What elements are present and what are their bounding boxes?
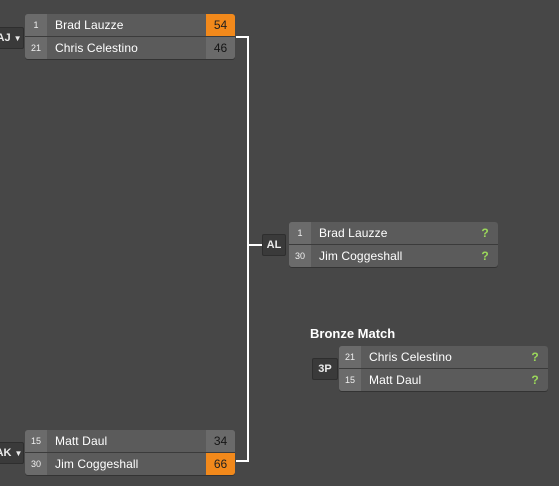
match-ak-player-1[interactable]: 15 Matt Daul 34 bbox=[25, 430, 235, 452]
player-name[interactable]: Matt Daul bbox=[55, 434, 108, 448]
player-name[interactable]: Brad Lauzze bbox=[319, 226, 388, 240]
match-tag-3p[interactable]: 3P bbox=[312, 358, 338, 380]
match-bronze-player-2[interactable]: 15 Matt Daul ? bbox=[339, 368, 548, 391]
player-name[interactable]: Chris Celestino bbox=[369, 350, 452, 364]
score-winner[interactable]: 54 bbox=[206, 14, 235, 36]
match-tag-al[interactable]: AL bbox=[262, 234, 286, 256]
match-al-player-2[interactable]: 30 Jim Coggeshall ? bbox=[289, 244, 498, 267]
match-tag-3p-label: 3P bbox=[318, 363, 332, 375]
pending-status[interactable]: ? bbox=[531, 373, 539, 387]
score-winner[interactable]: 66 bbox=[206, 453, 235, 475]
seed: 21 bbox=[25, 37, 47, 59]
seed: 1 bbox=[289, 222, 311, 244]
match-tag-aj-label: AJ bbox=[0, 32, 11, 44]
score[interactable]: 34 bbox=[206, 430, 235, 452]
seed: 30 bbox=[25, 453, 47, 475]
match-ak-player-2[interactable]: 30 Jim Coggeshall 66 bbox=[25, 452, 235, 475]
match-tag-aj[interactable]: AJ▼ bbox=[0, 27, 24, 49]
seed: 1 bbox=[25, 14, 47, 36]
match-tag-ak-label: AK bbox=[0, 447, 12, 459]
match-ak[interactable]: 15 Matt Daul 34 30 Jim Coggeshall 66 bbox=[25, 430, 235, 475]
player-name[interactable]: Brad Lauzze bbox=[55, 18, 124, 32]
match-aj-player-1[interactable]: 1 Brad Lauzze 54 bbox=[25, 14, 235, 36]
seed: 15 bbox=[339, 369, 361, 391]
match-tag-al-label: AL bbox=[266, 239, 282, 251]
match-bronze[interactable]: 21 Chris Celestino ? 15 Matt Daul ? bbox=[339, 346, 548, 391]
match-al-player-1[interactable]: 1 Brad Lauzze ? bbox=[289, 222, 498, 244]
player-name[interactable]: Jim Coggeshall bbox=[55, 457, 139, 471]
match-tag-ak[interactable]: AK▼ bbox=[0, 442, 24, 464]
seed: 30 bbox=[289, 245, 311, 267]
seed: 21 bbox=[339, 346, 361, 368]
caret-down-icon: ▼ bbox=[14, 448, 23, 458]
pending-status[interactable]: ? bbox=[481, 226, 489, 240]
seed: 15 bbox=[25, 430, 47, 452]
player-name[interactable]: Chris Celestino bbox=[55, 41, 138, 55]
match-bronze-player-1[interactable]: 21 Chris Celestino ? bbox=[339, 346, 548, 368]
caret-down-icon: ▼ bbox=[13, 33, 22, 43]
pending-status[interactable]: ? bbox=[481, 249, 489, 263]
player-name[interactable]: Matt Daul bbox=[369, 373, 422, 387]
player-name[interactable]: Jim Coggeshall bbox=[319, 249, 403, 263]
match-al[interactable]: 1 Brad Lauzze ? 30 Jim Coggeshall ? bbox=[289, 222, 498, 267]
bronze-match-title: Bronze Match bbox=[310, 326, 396, 341]
match-aj[interactable]: 1 Brad Lauzze 54 21 Chris Celestino 46 bbox=[25, 14, 235, 59]
score[interactable]: 46 bbox=[206, 37, 235, 59]
match-aj-player-2[interactable]: 21 Chris Celestino 46 bbox=[25, 36, 235, 59]
pending-status[interactable]: ? bbox=[531, 350, 539, 364]
